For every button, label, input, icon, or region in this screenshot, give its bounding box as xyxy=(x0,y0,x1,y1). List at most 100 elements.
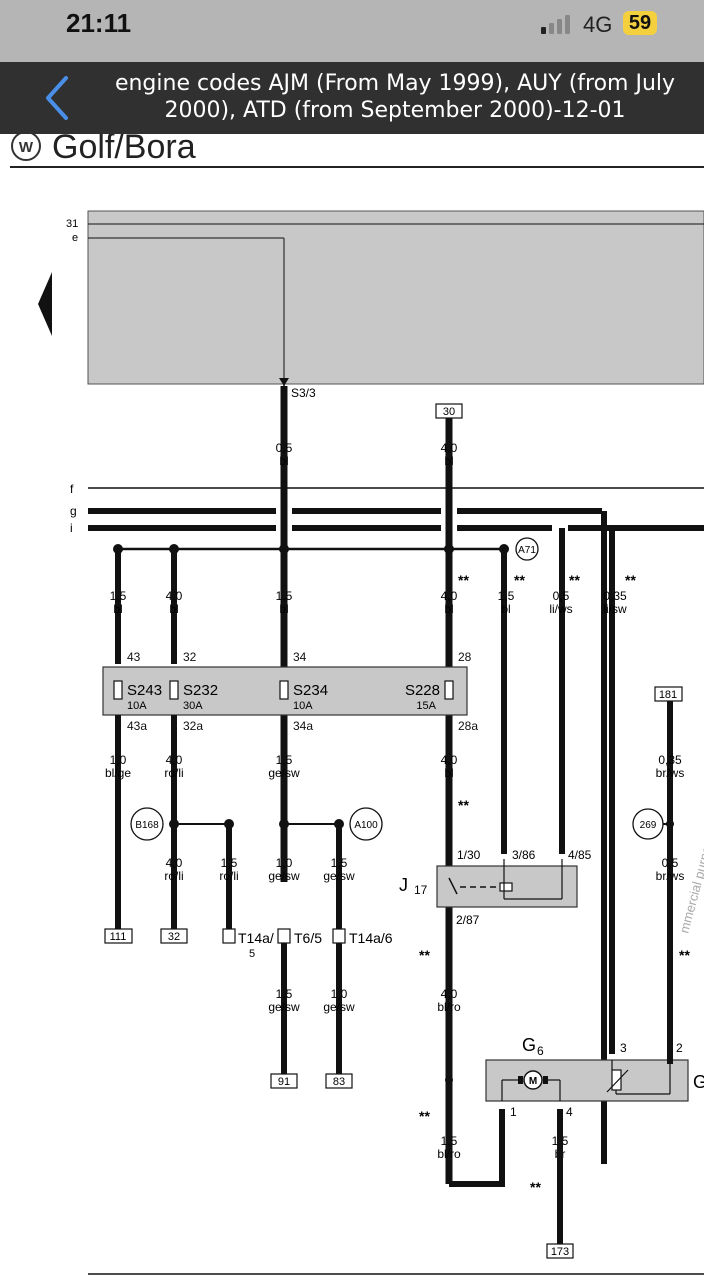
wire-a3-size: 1,5 xyxy=(276,589,293,603)
status-bar: 21:11 4G 59 xyxy=(0,0,704,62)
fuse-s228-in: 28 xyxy=(458,650,472,664)
rail-i-label: i xyxy=(70,521,73,535)
terminal-32-label: 32 xyxy=(168,931,180,943)
mark-c: ** xyxy=(569,572,580,588)
wire-a6-color: li/ws xyxy=(549,602,572,616)
t14a6-label: T14a/6 xyxy=(349,930,393,946)
wire-b3-size: 1,5 xyxy=(276,753,293,767)
wire-b2-color: ro/li xyxy=(164,766,183,780)
watermark-text: mmercial purposes, in part or in whole i… xyxy=(676,706,704,935)
wire-b4-size: 4,0 xyxy=(441,753,458,767)
a100-label: A100 xyxy=(354,820,378,831)
motor-label: M xyxy=(529,1076,537,1087)
mark-g: ** xyxy=(419,1108,430,1124)
rail-f-label: f xyxy=(70,482,74,496)
wire-a3-color: bl xyxy=(279,602,288,616)
rail-g-label: g xyxy=(70,504,77,518)
wire-g1-size: 1,5 xyxy=(441,1134,458,1148)
t14a5-label: T14a/ xyxy=(238,930,274,946)
wire-b1-color: bl/ge xyxy=(105,766,131,780)
status-time: 21:11 xyxy=(66,8,132,38)
terminal-30-label: 30 xyxy=(443,406,455,418)
wire-b1-size: 1,0 xyxy=(110,753,127,767)
wire-c5-size: 1,5 xyxy=(331,856,348,870)
wire-30-color: bl xyxy=(444,454,453,468)
wiring-diagram: W Golf/Bora 31 e S3/3 30 0,5 bl 4,0 bl f… xyxy=(10,134,704,1275)
wire-j-size: 4,0 xyxy=(441,987,458,1001)
fuse-s234-in: 34 xyxy=(293,650,307,664)
relay-name: J xyxy=(399,875,408,895)
wire-a4-color: bl xyxy=(444,602,453,616)
wire-a7-size: 0,35 xyxy=(603,589,627,603)
wire-r269-size: 0,5 xyxy=(662,856,679,870)
mark-h: ** xyxy=(530,1179,541,1195)
mark-a: ** xyxy=(458,572,469,588)
battery-icon: 59 xyxy=(623,11,657,35)
a71-label: A71 xyxy=(518,545,536,556)
mark-f: ** xyxy=(419,947,430,963)
mark-e: ** xyxy=(458,797,469,813)
svg-text:W: W xyxy=(19,139,34,156)
rail-e-label: e xyxy=(72,232,78,244)
fuse-s232-rating: 30A xyxy=(183,700,203,712)
wire-a1-size: 1,5 xyxy=(110,589,127,603)
wire-a7-color: li/sw xyxy=(603,602,627,616)
fuse-s243-in: 43 xyxy=(127,650,141,664)
g6-pin-3: 3 xyxy=(620,1041,627,1055)
t14a5-sub: 5 xyxy=(249,948,255,960)
g6-sub: 6 xyxy=(537,1044,544,1058)
relay-pin-2: 2/87 xyxy=(456,913,480,927)
wire-a2-color: bl xyxy=(169,602,178,616)
fuse-s243-name: S243 xyxy=(127,682,162,699)
wire-r181-color: br/ws xyxy=(656,766,685,780)
g6-pin-2: 2 xyxy=(676,1041,683,1055)
wire-c4-size: 1,0 xyxy=(276,856,293,870)
wire-b2-size: 4,0 xyxy=(166,753,183,767)
wire-a6-size: 0,5 xyxy=(553,589,570,603)
relay-pin-3: 3/86 xyxy=(512,848,536,862)
terminal-111-label: 111 xyxy=(110,931,127,943)
fuse-s228-name: S228 xyxy=(405,682,440,699)
mark-d: ** xyxy=(625,572,636,588)
wire-d4-size: 1,5 xyxy=(276,987,293,1001)
fuse-s234-rating: 10A xyxy=(293,700,313,712)
back-chevron-icon[interactable] xyxy=(38,72,78,124)
fuse-s228-rating: 15A xyxy=(416,700,436,712)
wire-d5-size: 1,0 xyxy=(331,987,348,1001)
g6-pin-1: 1 xyxy=(510,1105,517,1119)
fuse-s232-name: S232 xyxy=(183,682,218,699)
wire-d4-color: ge/sw xyxy=(268,1000,300,1014)
rail-31-label: 31 xyxy=(66,218,78,230)
page-prev-arrow-icon[interactable] xyxy=(38,272,52,336)
fuse-s234-out: 34a xyxy=(293,719,313,733)
fuse-block xyxy=(102,666,468,716)
fuse-s243-out: 43a xyxy=(127,719,147,733)
wire-r181-size: 0,35 xyxy=(658,753,682,767)
wire-g1-color: bl/ro xyxy=(437,1147,461,1161)
wire-a5-color: bl xyxy=(501,602,510,616)
wire-r269-color: br/ws xyxy=(656,869,685,883)
wire-a2-size: 4,0 xyxy=(166,589,183,603)
wire-a4-size: 4,0 xyxy=(441,589,458,603)
fuse-s232-out: 32a xyxy=(183,719,203,733)
terminal-83-label: 83 xyxy=(333,1076,345,1088)
wire-s3-size: 0,5 xyxy=(276,441,293,455)
next-component-letter: G xyxy=(693,1072,704,1092)
wire-b4-color: bl xyxy=(444,766,453,780)
relay-pin-1: 1/30 xyxy=(457,848,481,862)
mark-b: ** xyxy=(514,572,525,588)
wire-c2-color: ro/li xyxy=(164,869,183,883)
wire-a5-size: 1,5 xyxy=(498,589,515,603)
fuse-s243-rating: 10A xyxy=(127,700,147,712)
b168-label: B168 xyxy=(135,820,159,831)
nav-bar: engine codes AJM (From May 1999), AUY (f… xyxy=(0,62,704,134)
wire-c5-color: ge/sw xyxy=(323,869,355,883)
component-panel xyxy=(87,210,704,385)
network-type: 4G xyxy=(583,12,613,37)
vw-logo-icon: W xyxy=(11,134,41,161)
fuse-s234-name: S234 xyxy=(293,682,328,699)
wire-a1-color: bl xyxy=(113,602,122,616)
s3-connector-label: S3/3 xyxy=(291,386,316,400)
wire-b3-color: ge/sw xyxy=(268,766,300,780)
wire-c3-size: 1,5 xyxy=(221,856,238,870)
